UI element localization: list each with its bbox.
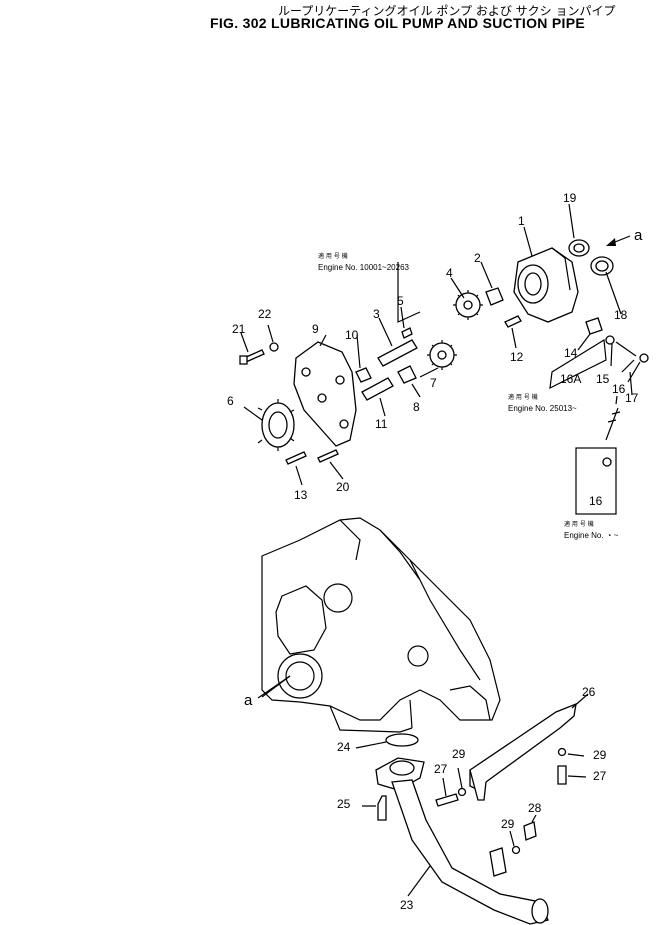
callout-a-top: a — [634, 227, 643, 244]
callout-29a: 29 — [452, 747, 466, 761]
callout-12: 12 — [510, 350, 524, 364]
note-1-jp: 適 用 号 機 — [318, 252, 348, 260]
washer-22 — [269, 342, 279, 352]
pipe-bolts — [377, 747, 567, 855]
oil-seal-19 — [568, 239, 590, 257]
callout-16A: 16A — [560, 372, 581, 386]
note-bracket-2 — [549, 338, 607, 390]
callout-26: 26 — [582, 685, 596, 699]
callout-2: 2 — [474, 251, 481, 265]
callout-22: 22 — [258, 307, 272, 321]
note-box-16 — [575, 447, 617, 515]
bracket-26 — [469, 702, 577, 801]
figure-title: FIG. 302 LUBRICATING OIL PUMP AND SUCTIO… — [210, 15, 585, 31]
callout-27b: 27 — [593, 769, 607, 783]
callout-7: 7 — [430, 376, 437, 390]
callout-11: 11 — [375, 417, 388, 431]
note-2-engine-no: Engine No. 25013~ — [508, 404, 577, 413]
note-3-jp: 適 用 号 機 — [564, 520, 594, 528]
note-2-jp: 適 用 号 機 — [508, 393, 538, 401]
bolt-13 — [285, 451, 307, 465]
pump-body — [513, 247, 579, 323]
callout-3: 3 — [373, 307, 380, 321]
callout-16: 16 — [612, 382, 626, 396]
bushing-2 — [485, 287, 504, 306]
callout-18: 18 — [614, 308, 628, 322]
dowel-12 — [504, 315, 522, 328]
callout-29c: 29 — [501, 817, 515, 831]
relief-parts — [585, 317, 649, 467]
callout-4: 4 — [446, 266, 453, 280]
callout-a-left: a — [244, 692, 253, 709]
note-3-engine-no: Engine No. ・~ — [564, 531, 619, 540]
drive-gear-6 — [257, 399, 295, 451]
pump-cover-9 — [293, 341, 357, 447]
callout-20: 20 — [336, 480, 350, 494]
bushing-10 — [355, 367, 372, 383]
callout-21: 21 — [232, 322, 246, 336]
callout-13: 13 — [294, 488, 308, 502]
bolt-20 — [317, 449, 339, 463]
callout-6: 6 — [227, 394, 234, 408]
title-japanese: ループリケーティングオイル ポンプ および サクシ ョンパイプ — [278, 4, 616, 18]
callout-25: 25 — [337, 797, 351, 811]
callout-9: 9 — [312, 322, 319, 336]
callout-14: 14 — [564, 346, 578, 360]
callout-8: 8 — [413, 400, 420, 414]
callout-15: 15 — [596, 372, 610, 386]
o-ring-24 — [385, 733, 419, 747]
callout-1: 1 — [518, 214, 525, 228]
bolt-21 — [239, 349, 265, 365]
callout-24: 24 — [337, 740, 351, 754]
callout-19: 19 — [563, 191, 577, 205]
callout-17: 17 — [625, 391, 639, 405]
gasket-18 — [590, 256, 614, 276]
gear-4 — [453, 290, 483, 320]
shaft-3 — [377, 339, 418, 367]
bushing-8 — [397, 365, 417, 384]
callout-28: 28 — [528, 801, 542, 815]
shaft-11 — [361, 377, 394, 401]
gear-7 — [427, 340, 457, 370]
callout-16-box: 16 — [589, 494, 603, 508]
note-bracket-1 — [397, 262, 421, 323]
callout-10: 10 — [345, 328, 359, 342]
note-1-engine-no: Engine No. 10001~20263 — [318, 263, 410, 272]
callout-27a: 27 — [434, 762, 448, 776]
callout-29b: 29 — [593, 748, 607, 762]
timing-case — [261, 517, 501, 733]
callout-5: 5 — [397, 294, 404, 308]
callout-23: 23 — [400, 898, 414, 912]
key-5 — [401, 327, 413, 339]
suction-pipe-23 — [375, 757, 549, 925]
